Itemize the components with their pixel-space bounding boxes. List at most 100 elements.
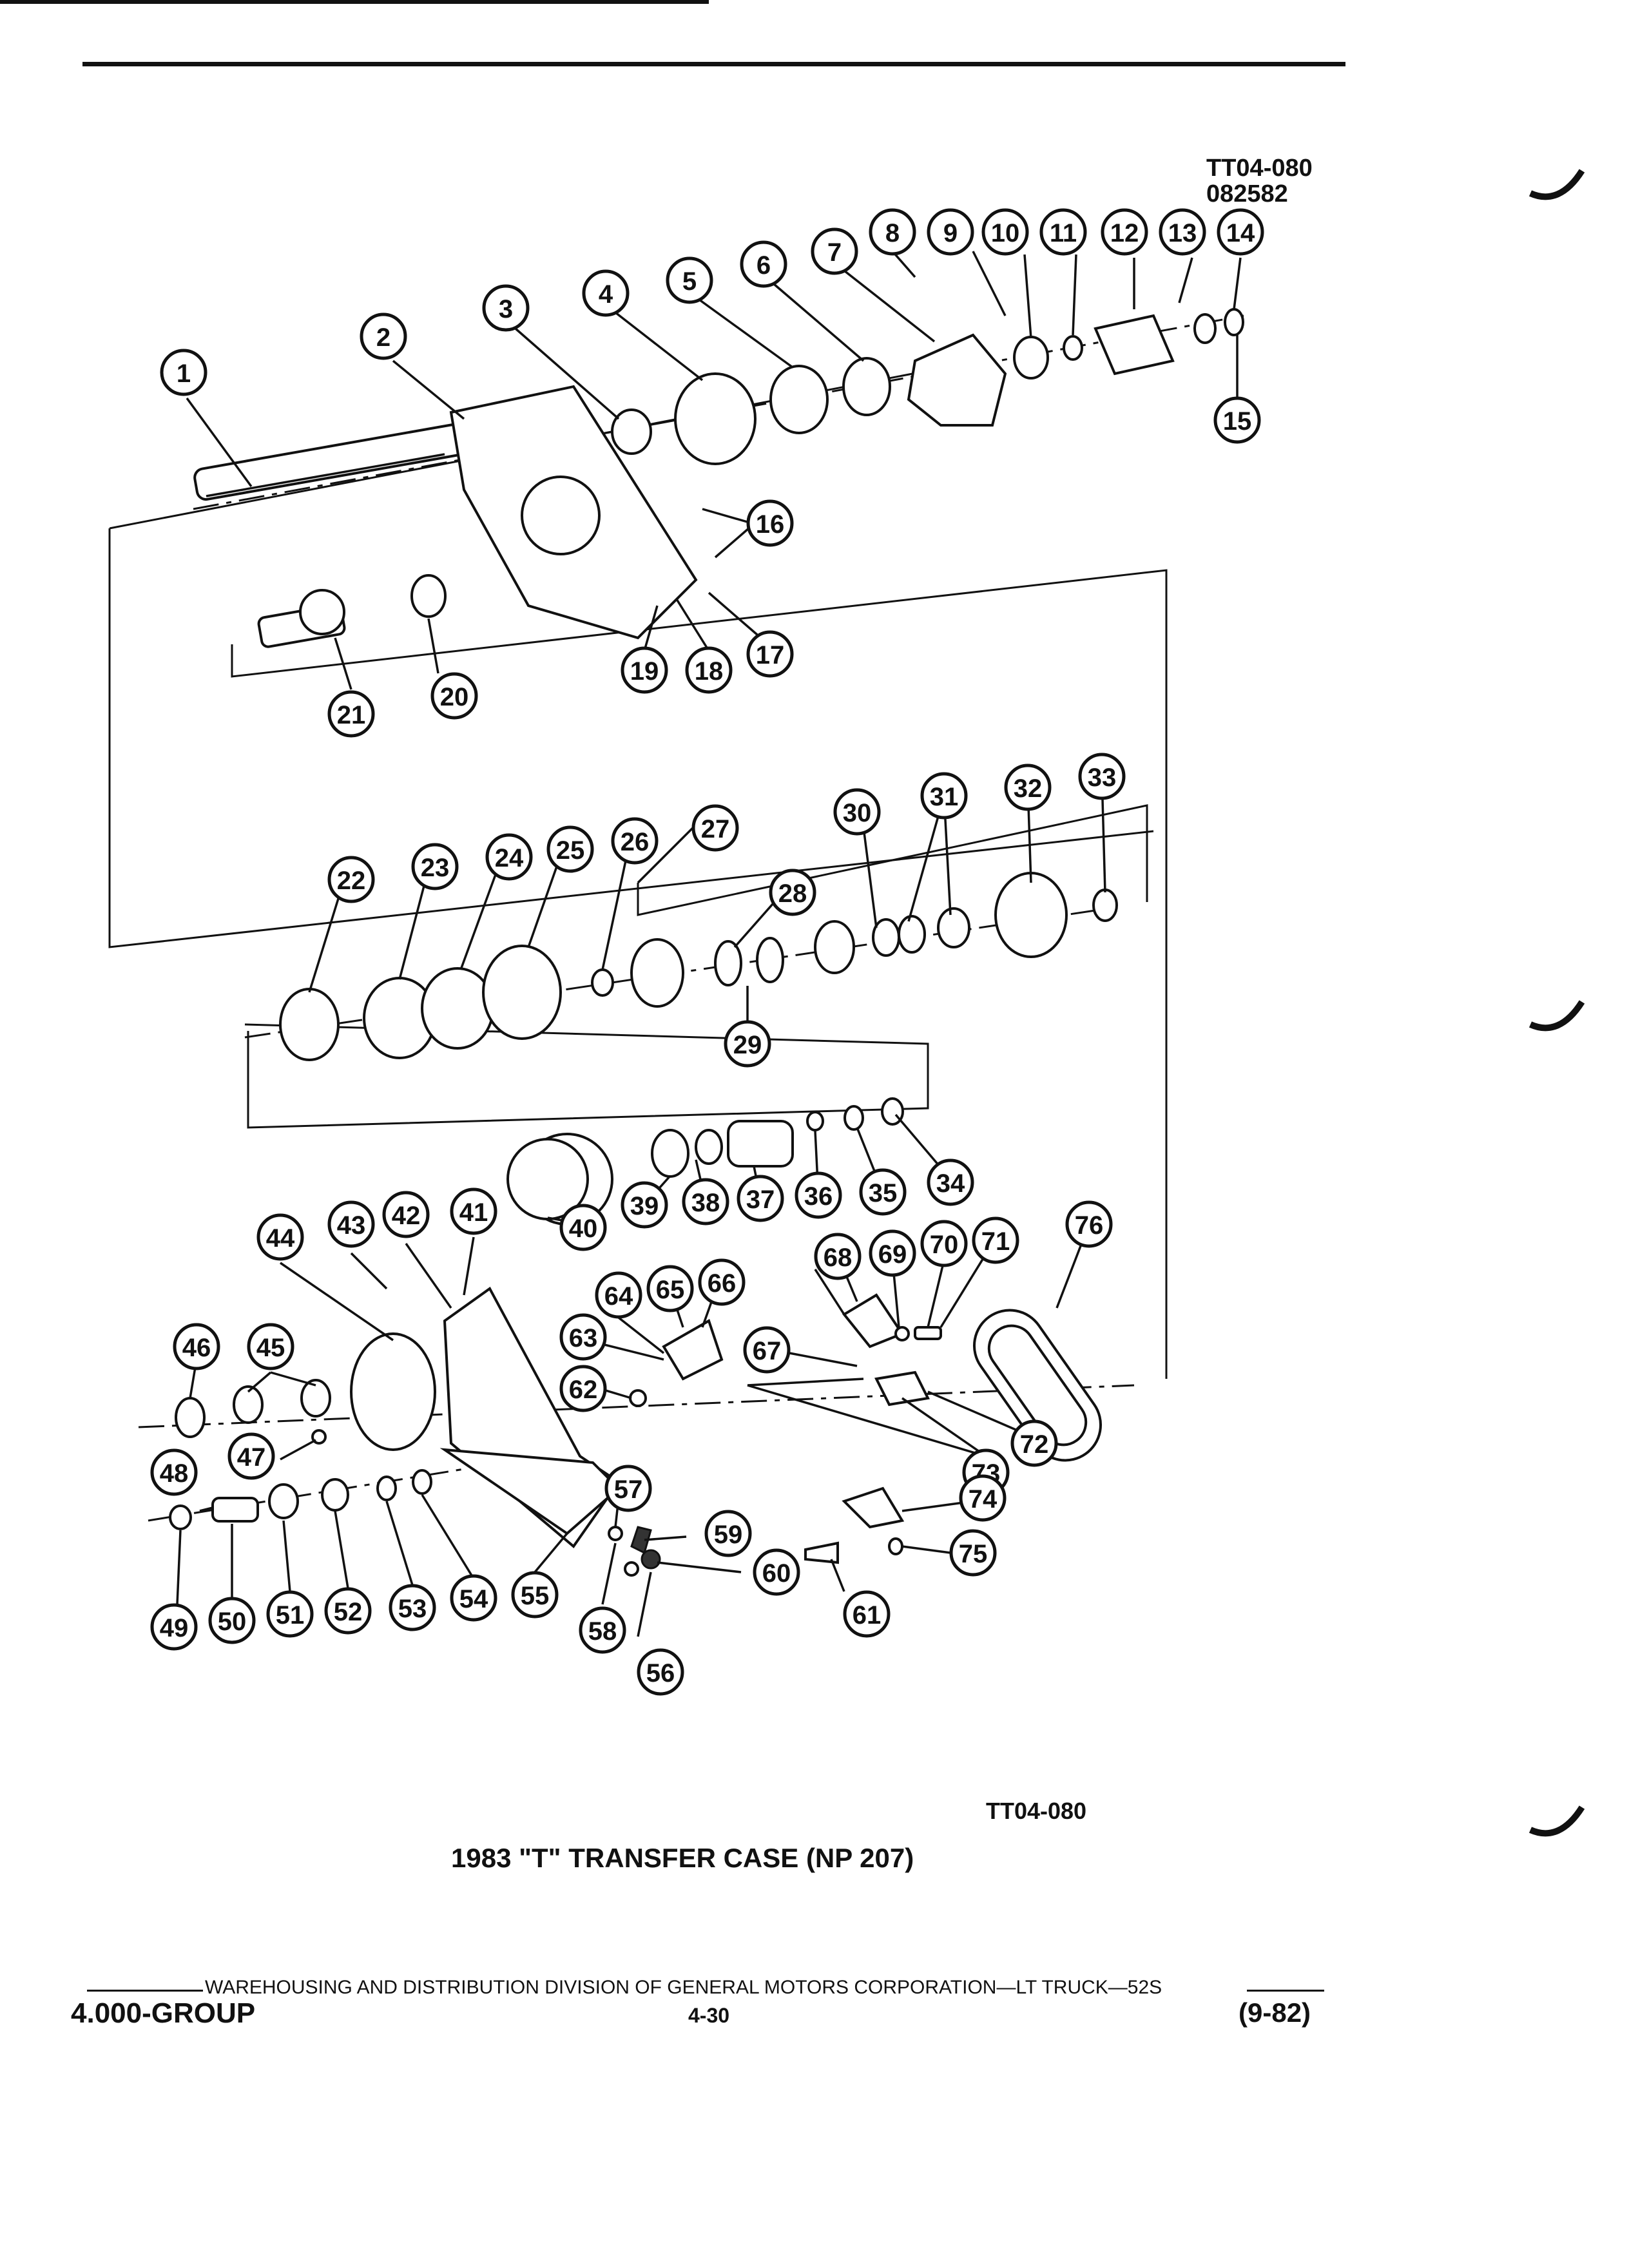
callout-circle [746,499,794,547]
callout-circle [795,1171,842,1219]
callout-circle [704,1510,752,1557]
callout-label: 69 [878,1240,907,1269]
callout-label: 51 [276,1601,305,1629]
callout-circle [327,856,375,903]
callout-circle [1101,208,1148,256]
shift-mechanism-parts [608,1293,942,1577]
callout-label: 72 [1020,1430,1049,1459]
callout-63: 63 [559,1313,607,1361]
callout-label: 54 [459,1585,488,1613]
callout-label: 8 [885,219,900,247]
footer-division-line: WAREHOUSING AND DISTRIBUTION DIVISION OF… [205,1977,1162,1998]
callout-label: 28 [778,879,807,908]
callout-69: 69 [869,1229,916,1277]
callout-20: 20 [430,672,478,720]
callout-label: 76 [1075,1211,1104,1240]
callout-75: 75 [949,1529,997,1577]
callout-label: 50 [218,1608,247,1636]
binding-mark-2 [1528,1000,1585,1032]
callout-71: 71 [972,1216,1019,1264]
callout-circle [972,1216,1019,1264]
callout-15: 15 [1213,396,1261,444]
drawing-date: 082582 [1206,180,1288,207]
callout-circle [382,1191,430,1238]
callout-56: 56 [637,1648,684,1696]
callout-49: 49 [150,1603,198,1651]
callout-45: 45 [247,1323,294,1370]
callout-41: 41 [450,1187,497,1235]
callout-circle [227,1432,275,1480]
callout-76: 76 [1065,1200,1113,1248]
callout-label: 68 [824,1244,853,1272]
callout-circle [833,788,881,836]
callout-circle [595,1271,642,1319]
callout-circle [150,1448,198,1496]
callout-label: 29 [733,1031,762,1059]
callout-label: 19 [630,657,659,686]
callout-label: 21 [337,701,366,729]
callout-52: 52 [324,1587,372,1635]
callout-23: 23 [411,843,459,890]
callout-65: 65 [646,1265,694,1312]
callout-label: 10 [991,219,1020,247]
callout-circle [959,1474,1007,1522]
callout-39: 39 [621,1181,668,1229]
callout-74: 74 [959,1474,1007,1522]
callout-33: 33 [1078,753,1126,800]
callout-circle [160,349,207,396]
callout-label: 9 [943,219,958,247]
callout-circle [208,1597,256,1644]
callout-circle [324,1587,372,1635]
callout-70: 70 [920,1220,968,1267]
callout-21: 21 [327,690,375,738]
callout-label: 22 [337,867,366,895]
middle-row-parts [279,872,1118,1061]
callout-circle [746,630,794,678]
callout-label: 48 [160,1459,189,1488]
callout-40: 40 [559,1204,607,1251]
callout-label: 32 [1014,774,1043,803]
callout-3: 3 [482,284,530,332]
callout-circle [485,833,533,881]
callout-54: 54 [450,1574,497,1622]
callout-circle [724,1020,771,1068]
callout-label: 58 [588,1617,617,1646]
callout-circle [256,1213,304,1261]
callout-label: 24 [495,844,524,872]
callout-circle [604,1465,652,1512]
rear-case-half [350,1287,621,1548]
callout-circle [559,1204,607,1251]
callout-7: 7 [811,227,858,275]
drawing-id-top: TT04-080 [1206,155,1313,182]
callout-label: 67 [753,1337,782,1365]
footer-left-rule [87,1990,203,1992]
callout-label: 41 [459,1198,488,1227]
callout-64: 64 [595,1271,642,1319]
callout-circle [1065,1200,1113,1248]
callout-circle [327,1200,375,1248]
callout-label: 14 [1226,219,1255,247]
callout-label: 34 [936,1169,965,1198]
callout-label: 36 [804,1182,833,1211]
callout-circle [869,1229,916,1277]
callout-label: 12 [1110,219,1139,247]
callout-circle [1004,764,1052,811]
callout-label: 5 [682,267,697,296]
callout-31: 31 [920,772,968,820]
callout-circle [1217,208,1264,256]
callout-19: 19 [621,646,668,694]
callout-16: 16 [746,499,794,547]
callout-55: 55 [511,1571,559,1619]
callout-circle [737,1175,784,1222]
callout-label: 33 [1088,764,1117,792]
callout-29: 29 [724,1020,771,1068]
callout-circle [327,690,375,738]
callout-label: 31 [930,783,959,811]
callout-circle [1078,753,1126,800]
callout-circle [698,1258,746,1306]
callout-circle [173,1323,220,1370]
callout-circle [927,208,974,256]
callout-label: 37 [746,1186,775,1214]
callout-label: 49 [160,1614,189,1642]
callout-label: 70 [930,1231,959,1259]
